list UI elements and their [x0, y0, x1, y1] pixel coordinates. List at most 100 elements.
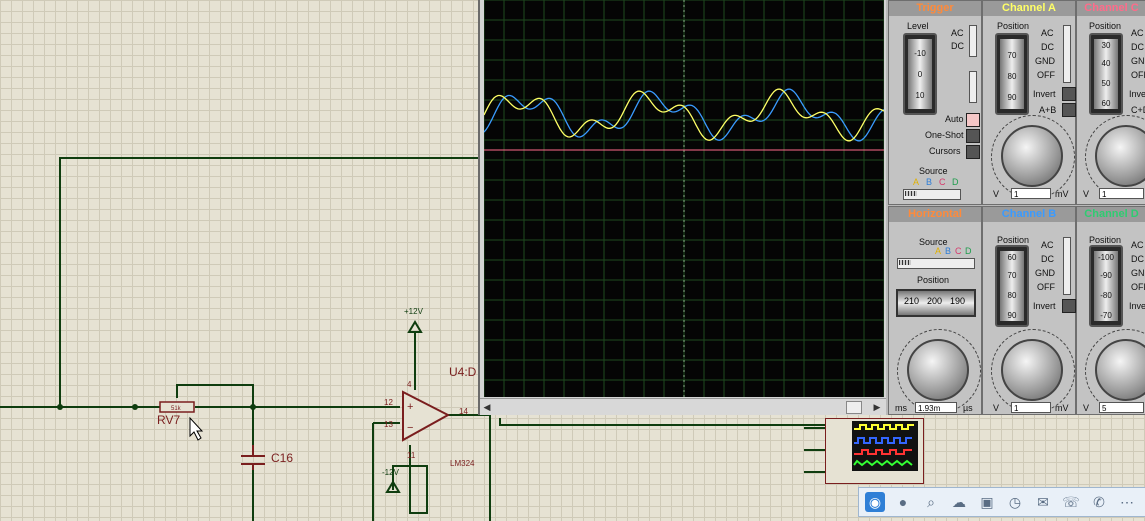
channel-a-title: Channel A	[983, 1, 1075, 16]
search-icon[interactable]: ⌕	[927, 494, 935, 510]
supply-pos-terminal[interactable]	[407, 320, 423, 333]
channel-b-value-field[interactable]: 1	[1011, 402, 1051, 413]
horizontal-unit-right: µs	[963, 403, 973, 413]
channel-c-value-field[interactable]: 1	[1099, 188, 1144, 199]
channel-d-volts-knob[interactable]	[1085, 329, 1145, 413]
pin-4: 4	[407, 380, 412, 389]
pin-14: 14	[459, 407, 468, 416]
channel-c-position-dial[interactable]: 30 40 50 60	[1089, 33, 1123, 115]
channel-c-invert-label: Invert	[1129, 89, 1145, 99]
source-d: D	[952, 177, 959, 187]
channel-a-unit-left: V	[993, 189, 1000, 199]
channel-a-dc-label: DC	[1041, 42, 1054, 52]
folder-icon[interactable]: ▣	[980, 494, 994, 510]
trigger-title: Trigger	[889, 1, 981, 16]
logic-analyzer-screen	[852, 421, 918, 471]
channel-b-ac-label: AC	[1041, 240, 1054, 250]
tick: 90	[1007, 93, 1017, 102]
wire	[59, 157, 478, 407]
hsource-c: C	[955, 246, 962, 256]
channel-c-ac-label: AC	[1131, 28, 1144, 38]
horizontal-position-dial[interactable]: 210 200 190	[896, 289, 976, 317]
channel-b-coupling-switch[interactable]	[1063, 237, 1071, 295]
channel-a-coupling-switch[interactable]	[1063, 25, 1071, 83]
opamp-part-label: LM324	[450, 459, 475, 468]
resistor-value: 51k	[171, 406, 182, 412]
channel-a-invert-label: Invert	[1033, 89, 1056, 99]
mail-icon[interactable]: ✉	[1037, 494, 1049, 510]
more-icon[interactable]: ⋯	[1120, 494, 1134, 510]
channel-c-dc-label: DC	[1131, 42, 1144, 52]
hsource-a: A	[935, 246, 942, 256]
tick: 80	[1007, 291, 1017, 300]
channel-a-ac-label: AC	[1041, 28, 1054, 38]
trigger-coupling-switch[interactable]	[969, 25, 977, 57]
tick: -90	[1100, 271, 1112, 280]
channel-b-unit-right: mV	[1055, 403, 1069, 413]
channel-c-title: Channel C	[1077, 1, 1145, 16]
channel-b-volts-knob[interactable]	[991, 329, 1075, 413]
channel-d-position-dial[interactable]: -100 -90 -80 -70	[1089, 245, 1123, 327]
svg-text:−: −	[407, 422, 413, 434]
tick: 60	[1007, 253, 1017, 262]
horizontal-scrollbar[interactable]: ◀ ▶	[480, 398, 886, 415]
channel-a-unit-right: mV	[1055, 189, 1069, 199]
trigger-cursors-button[interactable]	[966, 145, 980, 159]
hsource-b: B	[945, 246, 952, 256]
trigger-auto-button[interactable]	[966, 113, 980, 127]
logic-analyzer[interactable]	[825, 418, 924, 484]
channel-d-title: Channel D	[1077, 207, 1145, 222]
resistor-rv7[interactable]	[159, 401, 195, 413]
tick: 50	[1101, 79, 1111, 88]
channel-a-aplusb-button[interactable]	[1062, 103, 1076, 117]
channel-a-invert-button[interactable]	[1062, 87, 1076, 101]
channel-b-unit-left: V	[993, 403, 1000, 413]
horizontal-value-field[interactable]: 1.93m	[915, 402, 957, 413]
app-icon[interactable]: ◉	[865, 492, 885, 512]
channel-a-value-field[interactable]: 1	[1011, 188, 1051, 199]
supply-neg-label: -12V	[382, 468, 400, 477]
channel-d-ac-label: AC	[1131, 240, 1144, 250]
trigger-oneshot-button[interactable]	[966, 129, 980, 143]
tick: 80	[1007, 72, 1017, 81]
channel-b-title: Channel B	[983, 207, 1075, 222]
phone-icon[interactable]: ☏	[1062, 494, 1080, 510]
trigger-source-slider[interactable]	[903, 189, 961, 200]
trigger-level-dial[interactable]: -10 0 10	[903, 33, 937, 115]
tick: 190	[950, 296, 966, 306]
channel-b-position-dial[interactable]: 60 70 80 90	[995, 245, 1029, 327]
user-icon[interactable]: ●	[898, 494, 908, 510]
tick: 0	[917, 70, 923, 79]
tick: 210	[904, 296, 920, 306]
trigger-edge-switch[interactable]	[969, 71, 977, 103]
opamp-u4d[interactable]	[402, 390, 451, 442]
trigger-panel: Trigger Level -10 0 10 AC DC Auto One-Sh…	[888, 0, 982, 205]
channel-b-invert-button[interactable]	[1062, 299, 1076, 313]
cloud-icon[interactable]: ☁	[952, 494, 966, 510]
oscilloscope-screen[interactable]	[484, 0, 884, 397]
supply-neg-terminal[interactable]	[385, 480, 401, 493]
channel-a-aplusb-label: A+B	[1039, 105, 1057, 115]
tick: 60	[1101, 99, 1111, 108]
capacitor-c16[interactable]	[241, 445, 265, 470]
scroll-thumb[interactable]	[846, 401, 862, 414]
chat-icon[interactable]: ✆	[1093, 494, 1105, 510]
channel-d-value-field[interactable]: 5	[1099, 402, 1144, 413]
channel-d-gnd-label: GND	[1131, 268, 1145, 278]
channel-c-unit-left: V	[1083, 189, 1090, 199]
clock-icon[interactable]: ◷	[1008, 494, 1022, 510]
channel-b-off-label: OFF	[1037, 282, 1055, 292]
horizontal-source-slider[interactable]	[897, 258, 975, 269]
scroll-right-icon[interactable]: ▶	[873, 402, 881, 412]
channel-c-panel: Channel C Position 30 40 50 60 AC DC GND…	[1076, 0, 1145, 205]
horizontal-time-knob[interactable]	[897, 329, 981, 413]
channel-a-volts-knob[interactable]	[991, 115, 1075, 199]
oscilloscope-window[interactable]: ◀ ▶ Trigger Level -10 0 10 AC DC Auto On…	[478, 0, 1145, 415]
channel-c-volts-knob[interactable]	[1085, 115, 1145, 199]
channel-b-dc-label: DC	[1041, 254, 1054, 264]
pin-13: 13	[384, 420, 393, 429]
tick: 200	[927, 296, 943, 306]
scroll-left-icon[interactable]: ◀	[483, 402, 491, 412]
channel-a-position-dial[interactable]: 70 80 90	[995, 33, 1029, 115]
